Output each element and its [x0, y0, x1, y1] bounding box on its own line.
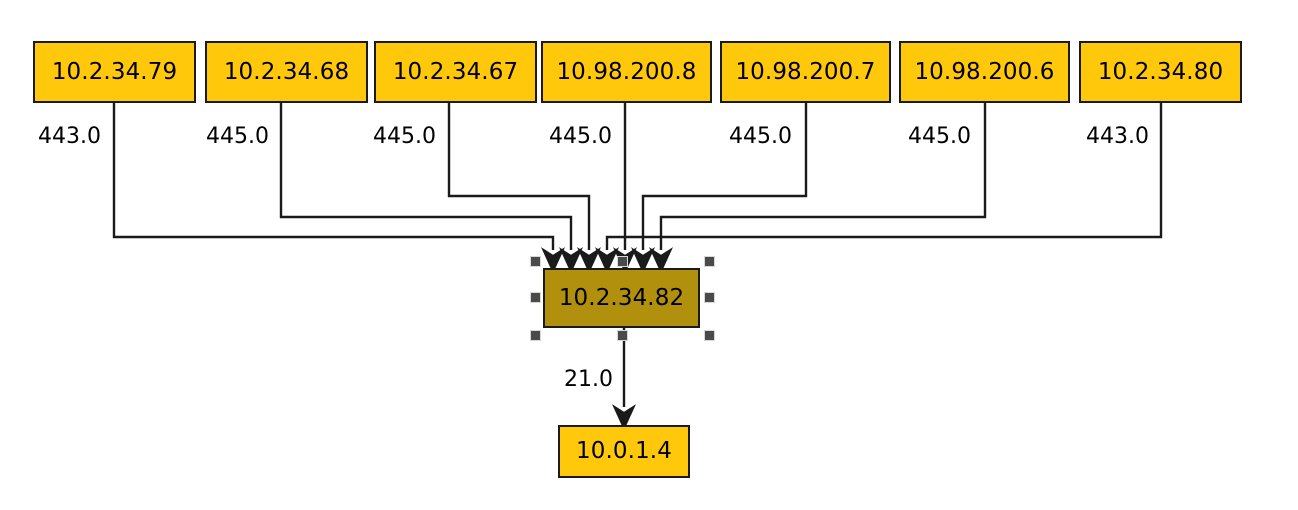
handle-bottom-right[interactable] [704, 330, 715, 341]
node-10-98-200-6[interactable]: 10.98.200.6 [899, 41, 1070, 103]
node-label: 10.0.1.4 [576, 438, 672, 464]
edge-label-port-5: 445.0 [729, 124, 792, 149]
edge-10-2-34-67-to-10-2-34-82 [447, 103, 601, 274]
node-label: 10.2.34.79 [51, 58, 178, 85]
node-10-98-200-8[interactable]: 10.98.200.8 [541, 41, 712, 103]
node-10-2-34-80[interactable]: 10.2.34.80 [1079, 41, 1242, 103]
handle-bottom-center[interactable] [617, 330, 628, 341]
edge-10-98-200-7-to-10-2-34-82 [631, 103, 808, 274]
node-10-98-200-7[interactable]: 10.98.200.7 [720, 41, 891, 103]
node-label: 10.2.34.67 [392, 58, 519, 85]
handle-top-center[interactable] [617, 256, 628, 267]
node-10-2-34-67[interactable]: 10.2.34.67 [374, 41, 537, 103]
edge-10-98-200-6-to-10-2-34-82 [649, 103, 987, 274]
edge-label-port-2: 445.0 [206, 124, 269, 149]
edge-10-2-34-79-to-10-2-34-82 [112, 103, 565, 274]
edge-label-port-4: 445.0 [549, 124, 612, 149]
node-label: 10.98.200.7 [735, 58, 876, 85]
node-10-2-34-79[interactable]: 10.2.34.79 [33, 41, 196, 103]
node-label: 10.2.34.80 [1097, 58, 1224, 85]
handle-middle-left[interactable] [530, 292, 541, 303]
handle-top-right[interactable] [704, 256, 715, 267]
node-10-2-34-82-selected[interactable]: 10.2.34.82 [543, 268, 700, 328]
edge-label-center-to-target: 21.0 [564, 367, 613, 392]
edge-label-port-3: 445.0 [373, 124, 436, 149]
node-10-2-34-68[interactable]: 10.2.34.68 [205, 41, 368, 103]
handle-bottom-left[interactable] [530, 330, 541, 341]
edge-label-port-7: 443.0 [1086, 124, 1149, 149]
node-label: 10.2.34.68 [223, 58, 350, 85]
node-label: 10.2.34.82 [558, 284, 685, 311]
node-10-0-1-4[interactable]: 10.0.1.4 [558, 425, 690, 478]
edge-10-2-34-68-to-10-2-34-82 [279, 103, 583, 274]
node-label: 10.98.200.6 [914, 58, 1055, 85]
edge-label-port-1: 443.0 [38, 124, 101, 149]
handle-middle-right[interactable] [704, 292, 715, 303]
edge-label-port-6: 445.0 [908, 124, 971, 149]
handle-top-left[interactable] [530, 256, 541, 267]
node-label: 10.98.200.8 [556, 58, 697, 85]
edge-10-2-34-80-to-10-2-34-82 [595, 103, 1163, 274]
